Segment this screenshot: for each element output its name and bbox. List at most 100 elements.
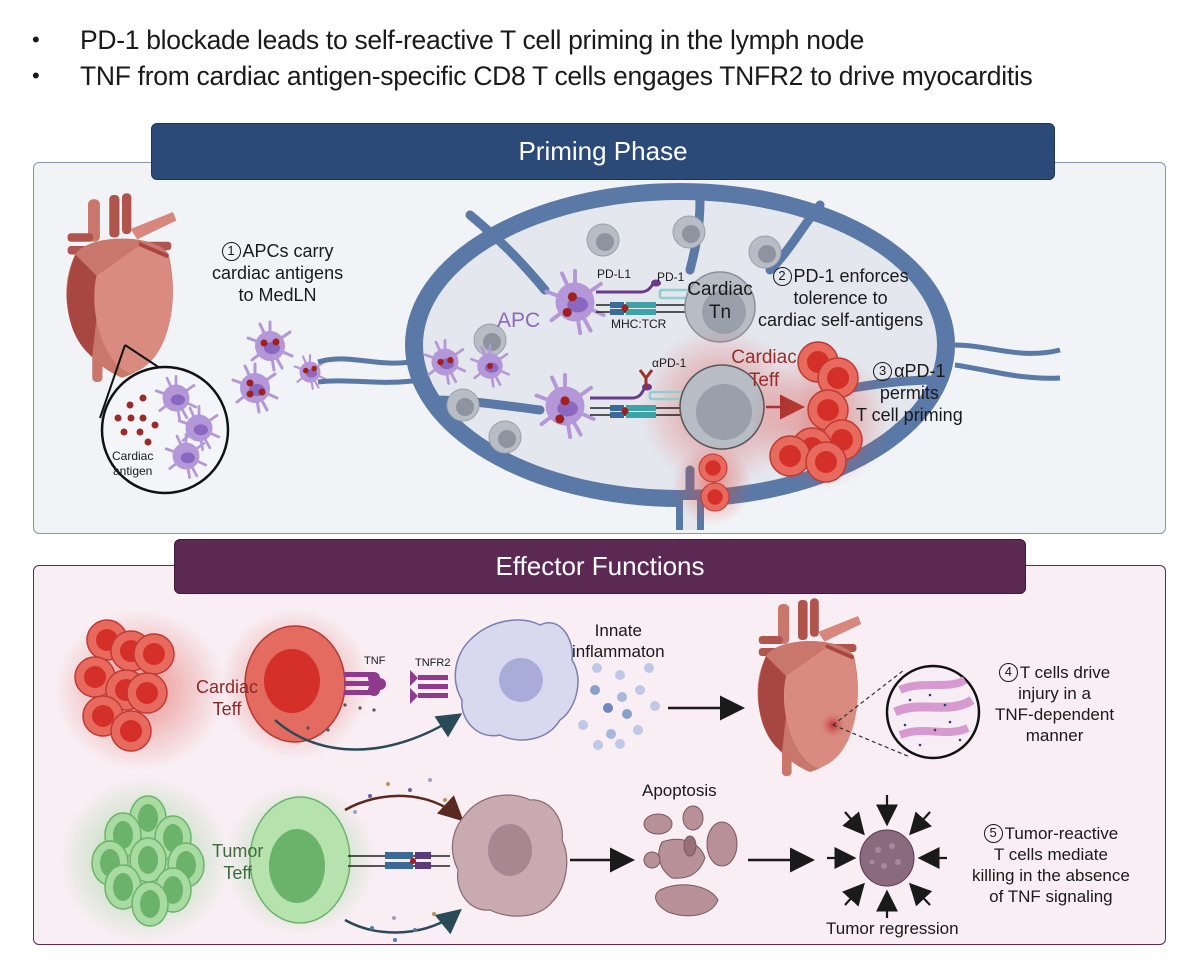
innate-inflammation-label: Innate inflammaton: [572, 620, 665, 662]
inflammatory-mediators: [578, 663, 660, 750]
tnf-label: TNF: [364, 655, 386, 667]
apc-cell-icon: [534, 372, 596, 440]
label-line: tolerence to: [793, 288, 888, 308]
naive-t-cell-icon: [586, 223, 620, 257]
cardiac-teff-cluster: [55, 610, 225, 770]
label-line: cardiac antigens: [212, 263, 344, 283]
tumor-teff-label: Tumor Teff: [212, 840, 263, 884]
migrating-apc-icon: [293, 354, 327, 390]
label-line: Cardiac: [196, 677, 259, 697]
step-number-badge: 2: [772, 267, 792, 286]
anti-pd1-label: αPD-1: [652, 356, 687, 370]
cardiac-teff-cell: [220, 609, 370, 759]
summary-bullets: • PD-1 blockade leads to self-reactive T…: [32, 22, 1192, 94]
cytotoxic-granule-arrow: [344, 794, 464, 822]
cardiac-antigen-label: Cardiac antigen: [112, 449, 153, 479]
label-line: T cell priming: [856, 405, 963, 425]
label-line: to MedLN: [238, 285, 317, 305]
regression-arrows: [827, 795, 947, 918]
anti-pd1-antibody-icon: [638, 369, 654, 388]
label-text: Tumor-reactive: [1004, 824, 1119, 843]
tnfr2-receptor-icon: [410, 670, 448, 704]
step-number-badge: 4: [998, 663, 1018, 682]
lymphatic-vessel: [317, 356, 421, 366]
summary-bullet: • PD-1 blockade leads to self-reactive T…: [32, 22, 1192, 58]
label-line: of TNF signaling: [989, 887, 1113, 906]
apoptosis-label: Apoptosis: [642, 781, 717, 800]
label-line: Teff: [748, 370, 780, 391]
pd-1-label: PD-1: [657, 270, 685, 284]
cardiac-teff-label: Cardiac Teff: [722, 346, 806, 392]
label-line: Teff: [223, 863, 253, 883]
naive-t-cell-icon: [488, 420, 522, 454]
cardiac-naive-t-cell: [684, 271, 756, 343]
label-line: T cells mediate: [993, 845, 1108, 864]
bullet-text: TNF from cardiac antigen-specific CD8 T …: [80, 61, 1033, 91]
label-line: inflammaton: [572, 642, 665, 661]
cardiac-tn-label: Cardiac Tn: [682, 278, 758, 324]
tnf-ligand-icon: [344, 672, 386, 696]
label-line: Cardiac: [112, 449, 154, 463]
histology-inset: [885, 664, 981, 760]
shrinking-tumor-icon: [859, 829, 915, 887]
innate-immune-cell: [454, 619, 579, 741]
label-line: Tn: [708, 302, 732, 323]
label-line: permits: [879, 383, 939, 403]
label-line: cardiac self-antigens: [758, 310, 924, 330]
label-text: PD-1 enforces: [793, 266, 909, 286]
priming-phase-banner: Priming Phase: [151, 123, 1055, 180]
label-line: Innate: [594, 621, 642, 640]
naive-t-cell-icon: [748, 235, 782, 269]
mhc-tcr-complex: [385, 852, 431, 869]
apc-cell-icon: [470, 344, 510, 388]
label-text: T cells drive: [1019, 663, 1111, 682]
step-number-badge: 5: [983, 824, 1003, 843]
apc-label: APC: [497, 309, 541, 332]
pd-l1-label: PD-L1: [597, 267, 632, 281]
tumor-teff-cluster: [60, 778, 230, 942]
label-line: Cardiac: [731, 347, 797, 368]
label-line: killing in the absence: [972, 866, 1130, 885]
migrating-apc-icon: [231, 362, 279, 414]
tnf-dots: [306, 703, 376, 732]
label-line: Cardiac: [687, 279, 753, 300]
summary-bullet: • TNF from cardiac antigen-specific CD8 …: [32, 58, 1192, 94]
label-line: antigen: [112, 464, 153, 478]
label-line: Tumor: [212, 841, 264, 861]
migrating-apc-icon: [246, 320, 294, 372]
tnfr2-label: TNFR2: [415, 657, 451, 669]
tumor-cell: [451, 794, 568, 917]
step-number-badge: 1: [221, 242, 241, 261]
label-line: injury in a: [1018, 684, 1091, 703]
bullet-text: PD-1 blockade leads to self-reactive T c…: [80, 25, 865, 55]
apc-cell-icon: [423, 339, 467, 385]
label-line: Teff: [212, 699, 242, 719]
cardiac-antigen-dots: [114, 394, 159, 446]
bullet-glyph: •: [32, 27, 40, 52]
expanded-teff-cluster: [672, 341, 890, 525]
effector-cardiac-teff-label: Cardiac Teff: [196, 676, 258, 720]
apc-cell-icon: [544, 268, 606, 336]
label-line: manner: [1025, 726, 1084, 745]
tumor-teff-cell: [225, 785, 375, 935]
effector-functions-banner: Effector Functions: [174, 539, 1026, 594]
mhc-tcr-label: MHC:TCR: [611, 317, 667, 331]
naive-t-cell-icon: [672, 215, 706, 249]
injured-heart-icon: [757, 598, 862, 776]
tnf-secretion-arrow: [274, 713, 463, 751]
label-text: APCs carry: [242, 241, 334, 261]
label-text: αPD-1: [894, 361, 946, 381]
naive-t-cell-icon: [446, 388, 480, 422]
apoptotic-bodies: [643, 805, 738, 917]
step-number-badge: 3: [873, 362, 893, 381]
